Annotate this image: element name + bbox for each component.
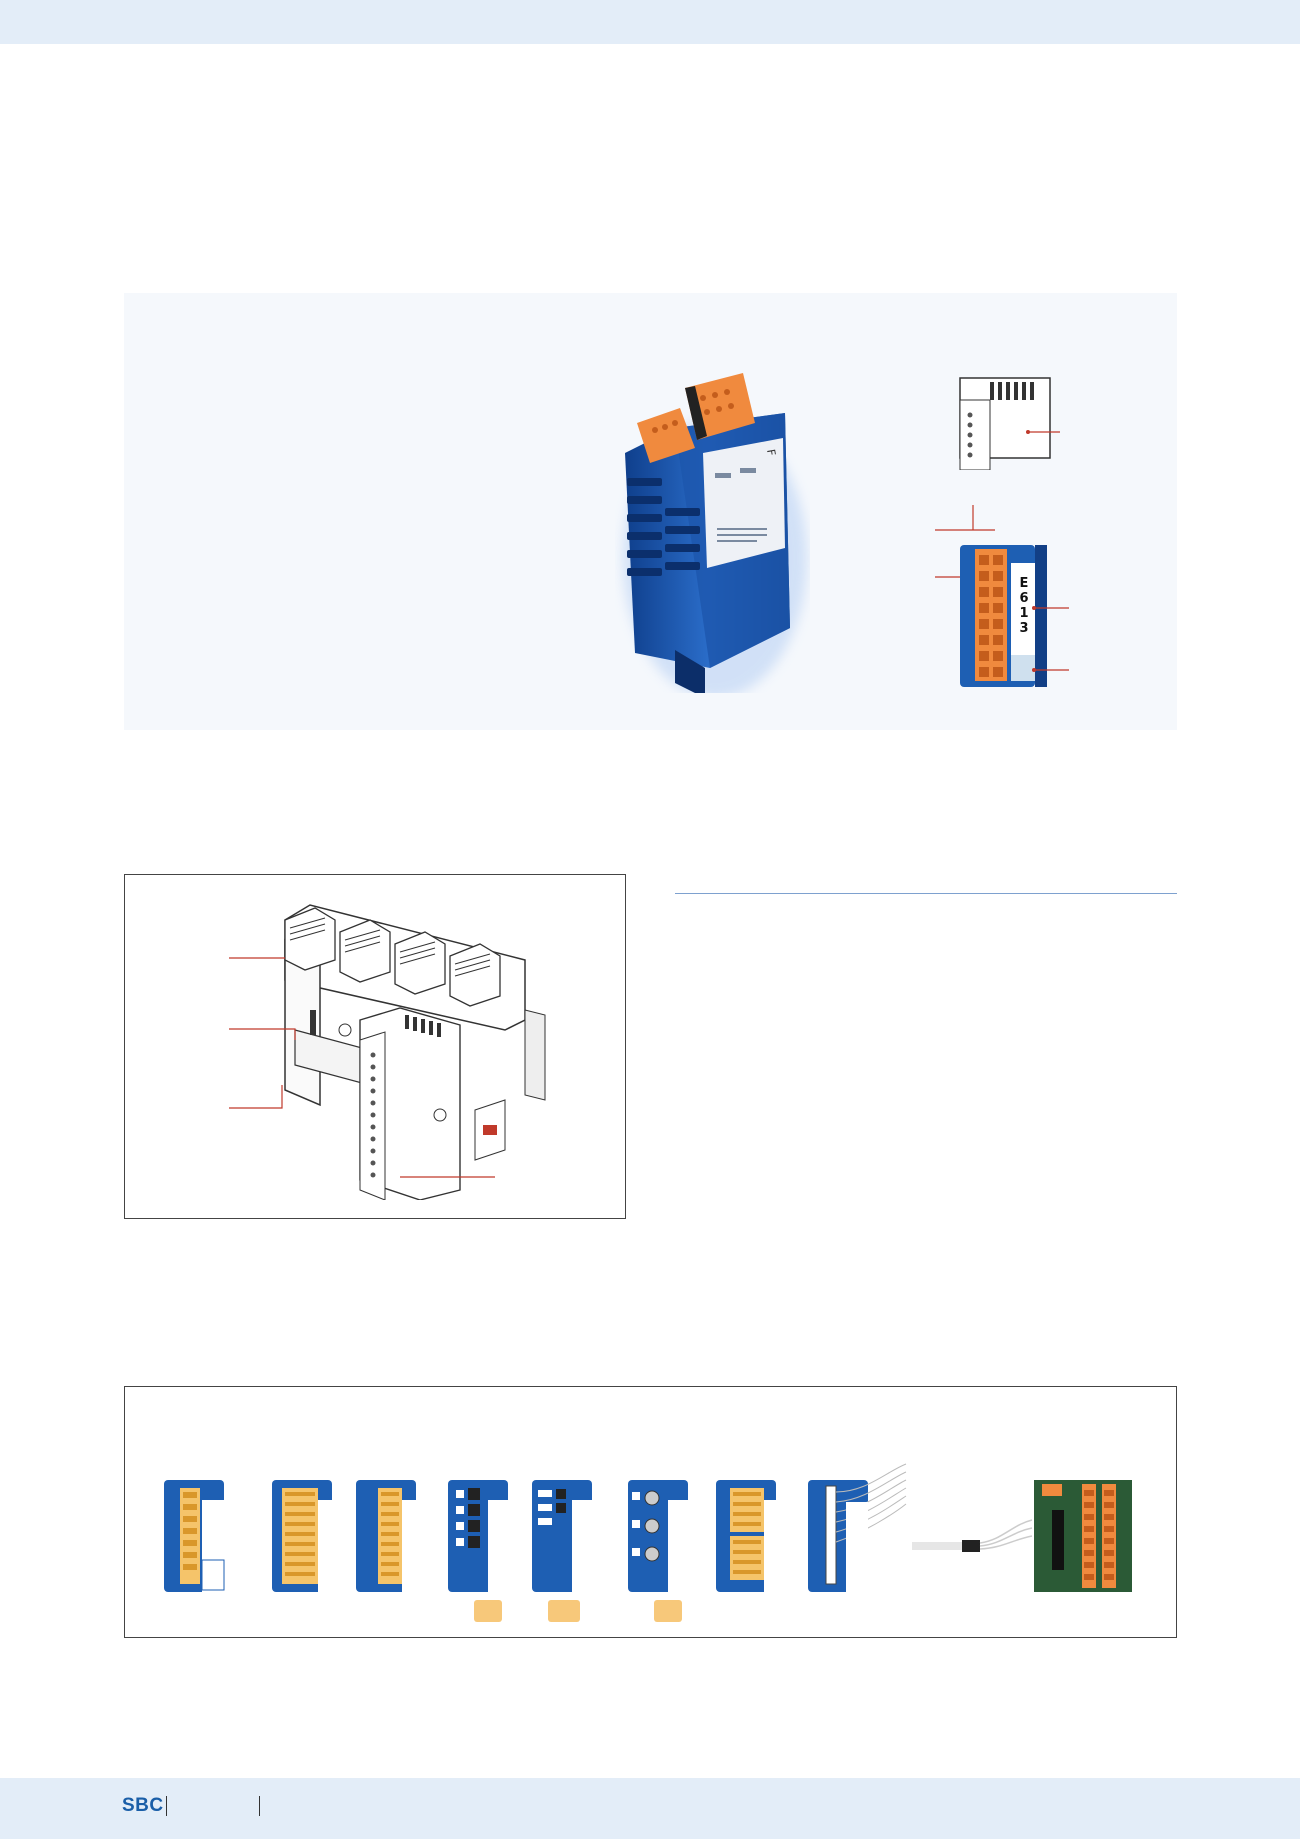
section-divider xyxy=(675,893,1177,894)
header-band xyxy=(0,0,1300,44)
terminal-variant-icon xyxy=(272,1480,334,1592)
module-id-char: 1 xyxy=(1019,606,1029,621)
terminal-variant-icon xyxy=(448,1480,510,1622)
terminal-variant-icon xyxy=(716,1480,778,1592)
module-id-char: 3 xyxy=(1019,621,1029,636)
terminal-block-detail xyxy=(935,545,1075,690)
footer-band xyxy=(0,1778,1300,1839)
ribbon-connector-icon xyxy=(806,1462,908,1592)
base-callouts xyxy=(225,945,495,1185)
io-module-illustration: F xyxy=(615,368,810,693)
module-terminal-detail xyxy=(930,370,1070,470)
terminal-variant-icon xyxy=(628,1480,690,1622)
terminal-variant-icons xyxy=(164,1480,226,1592)
footer-divider xyxy=(166,1796,167,1816)
base-rack-illustration xyxy=(225,900,555,1200)
module-front-text: F xyxy=(764,448,778,456)
cable-adapter-illustration xyxy=(912,1470,1137,1595)
terminal-variant-icon xyxy=(532,1480,594,1622)
callout-lines-right xyxy=(1030,600,1070,675)
footer-divider xyxy=(259,1796,260,1816)
module-id-char: 6 xyxy=(1019,591,1029,606)
callout-lines-left xyxy=(935,495,995,545)
terminal-variant-icon xyxy=(356,1480,418,1592)
module-id-char: E xyxy=(1019,576,1029,591)
footer-brand-logo: SBC xyxy=(122,1795,164,1816)
module-id-label: E 6 1 3 xyxy=(1014,576,1034,646)
